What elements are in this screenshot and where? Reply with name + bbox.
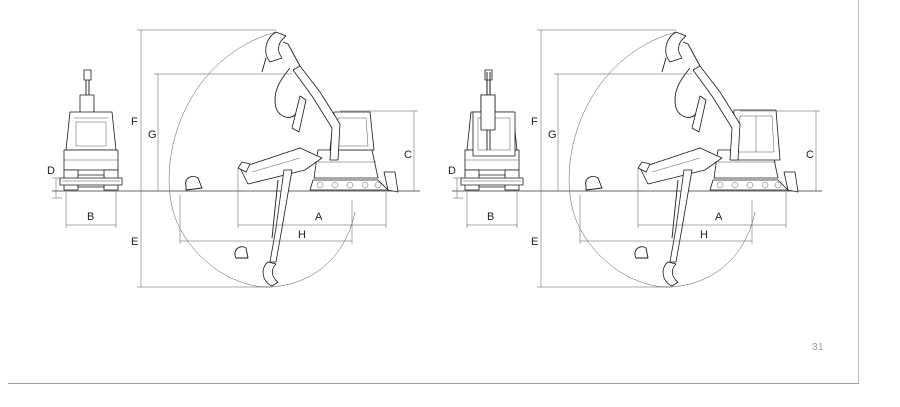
- dim-label-d: D: [47, 165, 55, 177]
- dim-label-e: E: [131, 236, 138, 248]
- left-diagram: D B F E G C A: [47, 29, 420, 288]
- side-view-machine: [168, 31, 399, 288]
- dim-label-c: C: [404, 149, 412, 161]
- page-frame-right: [858, 0, 859, 384]
- dim-label-h: H: [700, 229, 708, 241]
- front-cab-box: [472, 111, 516, 157]
- dim-label-c: C: [806, 149, 814, 161]
- page-frame-bottom: [8, 383, 859, 384]
- dim-label-g: G: [548, 129, 557, 141]
- dim-label-a: A: [315, 211, 323, 223]
- dim-label-a: A: [715, 211, 723, 223]
- page-number: 31: [812, 342, 825, 353]
- dim-label-g: G: [148, 129, 157, 141]
- dim-label-h: H: [298, 229, 306, 241]
- side-view-machine: [568, 31, 799, 288]
- dim-label-e: E: [531, 236, 538, 248]
- dim-label-d: D: [448, 165, 456, 177]
- dim-label-f: F: [131, 116, 138, 128]
- dim-label-f: F: [531, 116, 538, 128]
- right-diagram: D B F E G C A H: [448, 29, 822, 288]
- dim-label-b: B: [487, 211, 494, 223]
- front-view-machine: [59, 69, 123, 191]
- dim-label-b: B: [87, 211, 94, 223]
